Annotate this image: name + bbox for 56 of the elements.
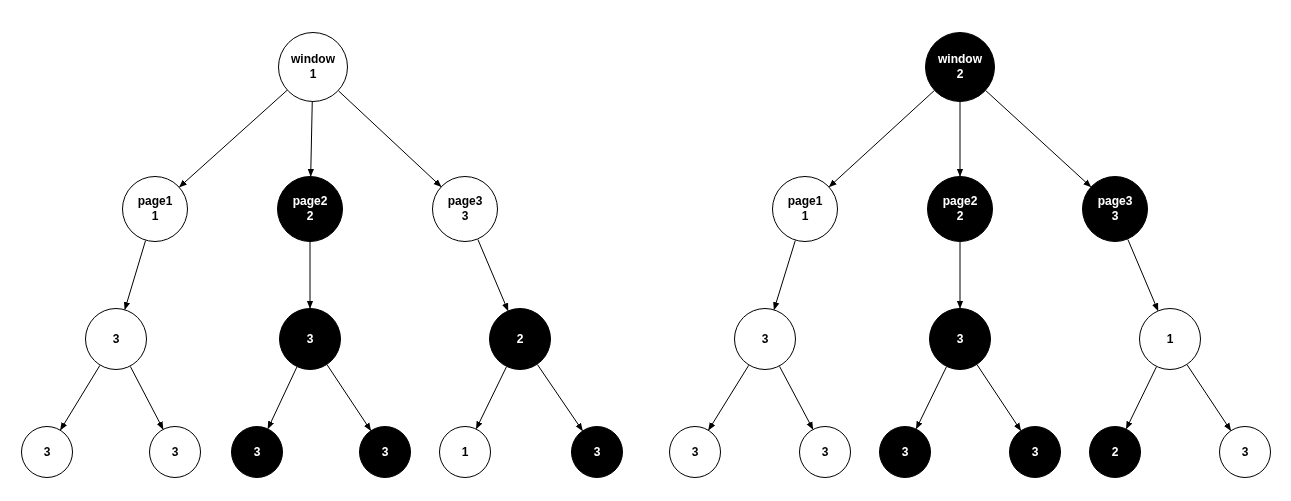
arrow (307, 101, 315, 177)
node-label: 3 (112, 331, 120, 347)
arrow (779, 365, 814, 430)
arrow (915, 366, 947, 430)
arrow (475, 366, 507, 430)
node-label: 2 (306, 209, 314, 224)
arrow (1186, 364, 1232, 431)
arrow (129, 366, 164, 430)
arrow (60, 364, 101, 431)
arrow (1127, 238, 1159, 312)
node-label: 3 (461, 209, 469, 224)
node-label: page1 (787, 194, 823, 209)
arrow (828, 90, 935, 188)
node-label: 1 (801, 209, 809, 224)
node-label: 1 (1166, 331, 1174, 347)
node-label: 3 (381, 444, 389, 460)
node-label: page2 (292, 194, 328, 209)
node-label: 3 (821, 444, 829, 460)
arrow (708, 364, 750, 431)
node-label: 2 (516, 331, 524, 347)
node-label: 3 (306, 331, 314, 347)
node-label: 1 (309, 67, 317, 82)
node-label: 3 (956, 331, 964, 347)
node-label: 3 (901, 444, 909, 460)
node-label: window (938, 52, 982, 67)
arrow (976, 364, 1022, 431)
node-label: 3 (43, 444, 51, 460)
node-label: 3 (253, 444, 261, 460)
node-label: 1 (151, 209, 159, 224)
node-label: 2 (956, 209, 964, 224)
arrow (956, 241, 964, 309)
node-label: 3 (1031, 444, 1039, 460)
arrow (1125, 366, 1157, 430)
node-label: page2 (942, 194, 978, 209)
node-label: 3 (691, 444, 699, 460)
node-label: 3 (171, 444, 179, 460)
node-label: 3 (1111, 209, 1119, 224)
arrow (338, 90, 442, 187)
arrow (985, 90, 1092, 188)
arrow (267, 366, 298, 430)
arrow (326, 364, 372, 431)
node-label: 3 (593, 444, 601, 460)
node-label: page3 (1097, 194, 1133, 209)
arrow (178, 89, 288, 188)
arrow (477, 238, 509, 312)
node-label: 3 (761, 331, 769, 347)
arrow (306, 241, 314, 309)
node-label: page1 (137, 194, 173, 209)
node-label: 3 (1241, 444, 1249, 460)
node-label: 2 (1111, 444, 1119, 460)
node-label: window (291, 52, 335, 67)
arrow (536, 364, 583, 432)
node-label: page3 (447, 194, 483, 209)
node-label: 1 (461, 444, 469, 460)
node-label: 2 (956, 67, 964, 82)
arrow (956, 101, 964, 177)
